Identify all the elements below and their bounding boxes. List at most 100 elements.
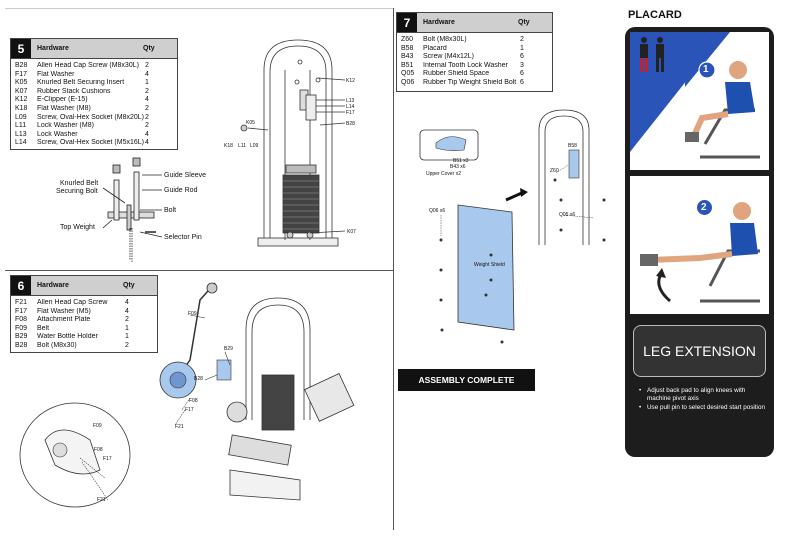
hardware-code: F17 bbox=[15, 70, 28, 78]
callout-b28: B28 bbox=[194, 376, 203, 382]
callout-weight-shield: Weight Shield bbox=[474, 262, 505, 268]
hardware-header: Hardware bbox=[37, 282, 69, 289]
callout-f08: F08 bbox=[189, 398, 198, 404]
placard-step2-badge bbox=[696, 199, 713, 216]
callout-l14: L14 bbox=[346, 104, 355, 110]
hardware-qty: 1 bbox=[145, 79, 149, 87]
hardware-desc: Water Bottle Holder bbox=[37, 333, 98, 341]
hardware-code: L14 bbox=[15, 139, 27, 147]
placard-instructions: Adjust back pad to align knees with mach… bbox=[639, 387, 769, 414]
callout-upper-cover: Upper Cover x2 bbox=[426, 171, 462, 177]
hardware-qty: 6 bbox=[520, 70, 524, 78]
hardware-code: K18 bbox=[15, 104, 28, 112]
callout-b28: B28 bbox=[346, 121, 355, 127]
hardware-row: K18 Flat Washer (M8) 2 bbox=[11, 105, 177, 114]
callout-k05: K05 bbox=[246, 120, 255, 126]
hardware-desc: Rubber Tip Weight Shield Bolt bbox=[423, 78, 517, 86]
callout-k18: K18 bbox=[224, 143, 233, 149]
step5-guide-rod-detail bbox=[102, 157, 163, 262]
hardware-code: Q05 bbox=[401, 70, 415, 78]
hardware-code: F09 bbox=[15, 324, 28, 332]
step6-leg-extension-drawing bbox=[19, 282, 355, 508]
hardware-desc: Bolt (M8x30L) bbox=[423, 36, 467, 43]
hardware-desc: Rubber Shield Space bbox=[423, 70, 490, 78]
hardware-desc: Flat Washer (M8) bbox=[37, 104, 91, 112]
callout-f09: F09 bbox=[188, 311, 197, 317]
callout-l13: L13 bbox=[346, 98, 355, 104]
step7-weight-shield-drawing bbox=[419, 109, 606, 344]
hardware-qty: 4 bbox=[125, 299, 129, 306]
callout-k12: K12 bbox=[346, 78, 355, 84]
hardware-qty: 3 bbox=[520, 61, 524, 69]
hardware-qty: 2 bbox=[145, 122, 149, 130]
hardware-qty: 4 bbox=[145, 96, 149, 104]
hardware-code: B28 bbox=[15, 341, 28, 349]
hardware-qty: 4 bbox=[145, 130, 149, 138]
hardware-desc: Rubber Stack Cushions bbox=[37, 87, 111, 95]
callout-selector-pin: Selector Pin bbox=[164, 234, 202, 241]
placard-title: PLACARD bbox=[628, 9, 682, 21]
hardware-code: L09 bbox=[15, 113, 27, 121]
hardware-qty: 4 bbox=[125, 307, 129, 315]
hardware-desc: Belt bbox=[37, 324, 50, 332]
hardware-qty: 2 bbox=[125, 341, 129, 349]
placard-step1-number: 1 bbox=[703, 64, 709, 75]
hardware-code: B51 bbox=[401, 61, 414, 69]
hardware-code: F17 bbox=[15, 307, 28, 315]
step7-number: 7 bbox=[397, 13, 417, 32]
callout-guide-rod: Guide Rod bbox=[164, 187, 198, 194]
hardware-qty: 1 bbox=[520, 44, 524, 52]
vertical-divider bbox=[393, 8, 394, 530]
hardware-code: F21 bbox=[15, 299, 28, 306]
exercise-name-box: LEG EXTENSION bbox=[633, 325, 766, 377]
callout-b58: B58 bbox=[568, 143, 577, 149]
step5-weight-stack-drawing bbox=[240, 39, 346, 247]
hardware-code: Q06 bbox=[401, 78, 415, 86]
placard-step2-number: 2 bbox=[701, 202, 707, 213]
hardware-row: B29 Water Bottle Holder 1 bbox=[11, 333, 157, 342]
step7-table-header: 7 Hardware Qty bbox=[397, 13, 552, 33]
hardware-desc: Placard bbox=[423, 44, 447, 52]
hardware-code: L11 bbox=[15, 122, 27, 130]
hardware-desc: E-Clipper (E-15) bbox=[37, 96, 88, 104]
placard-step2-panel: 2 bbox=[630, 176, 769, 314]
hardware-header: Hardware bbox=[37, 45, 69, 52]
callout-f21: F21 bbox=[175, 424, 184, 430]
hardware-qty: 2 bbox=[145, 104, 149, 112]
hardware-desc: Knurled Belt Securing Insert bbox=[37, 79, 125, 87]
callout-z60: Z60 bbox=[550, 168, 559, 174]
hardware-qty: 2 bbox=[145, 87, 149, 95]
hardware-qty: 1 bbox=[125, 333, 129, 341]
callout-bolt: Bolt bbox=[164, 207, 177, 214]
callout-knurled-belt: Knurled Belt bbox=[60, 180, 99, 187]
hardware-qty: 4 bbox=[145, 70, 149, 78]
qty-header: Qty bbox=[143, 45, 155, 52]
callout-f08-detail: F08 bbox=[94, 447, 103, 453]
hardware-desc: Lock Washer (M8) bbox=[37, 122, 94, 130]
hardware-code: B29 bbox=[15, 333, 28, 341]
callout-f17-detail: F17 bbox=[103, 456, 112, 462]
hardware-row: K12 E-Clipper (E-15) 4 bbox=[11, 96, 177, 105]
placard-step1-panel: 1 bbox=[630, 32, 769, 170]
qty-header: Qty bbox=[518, 19, 530, 26]
hardware-qty: 6 bbox=[520, 53, 524, 61]
callout-securing-bolt: Securing Bolt bbox=[56, 188, 98, 195]
callout-l11: L11 bbox=[238, 143, 246, 149]
hardware-code: K12 bbox=[15, 96, 28, 104]
callout-b43: B43 x6 bbox=[450, 164, 466, 170]
callout-k07: K07 bbox=[347, 229, 356, 235]
hardware-desc: Screw, Oval-Hex Socket (M5x16L) bbox=[37, 139, 144, 147]
